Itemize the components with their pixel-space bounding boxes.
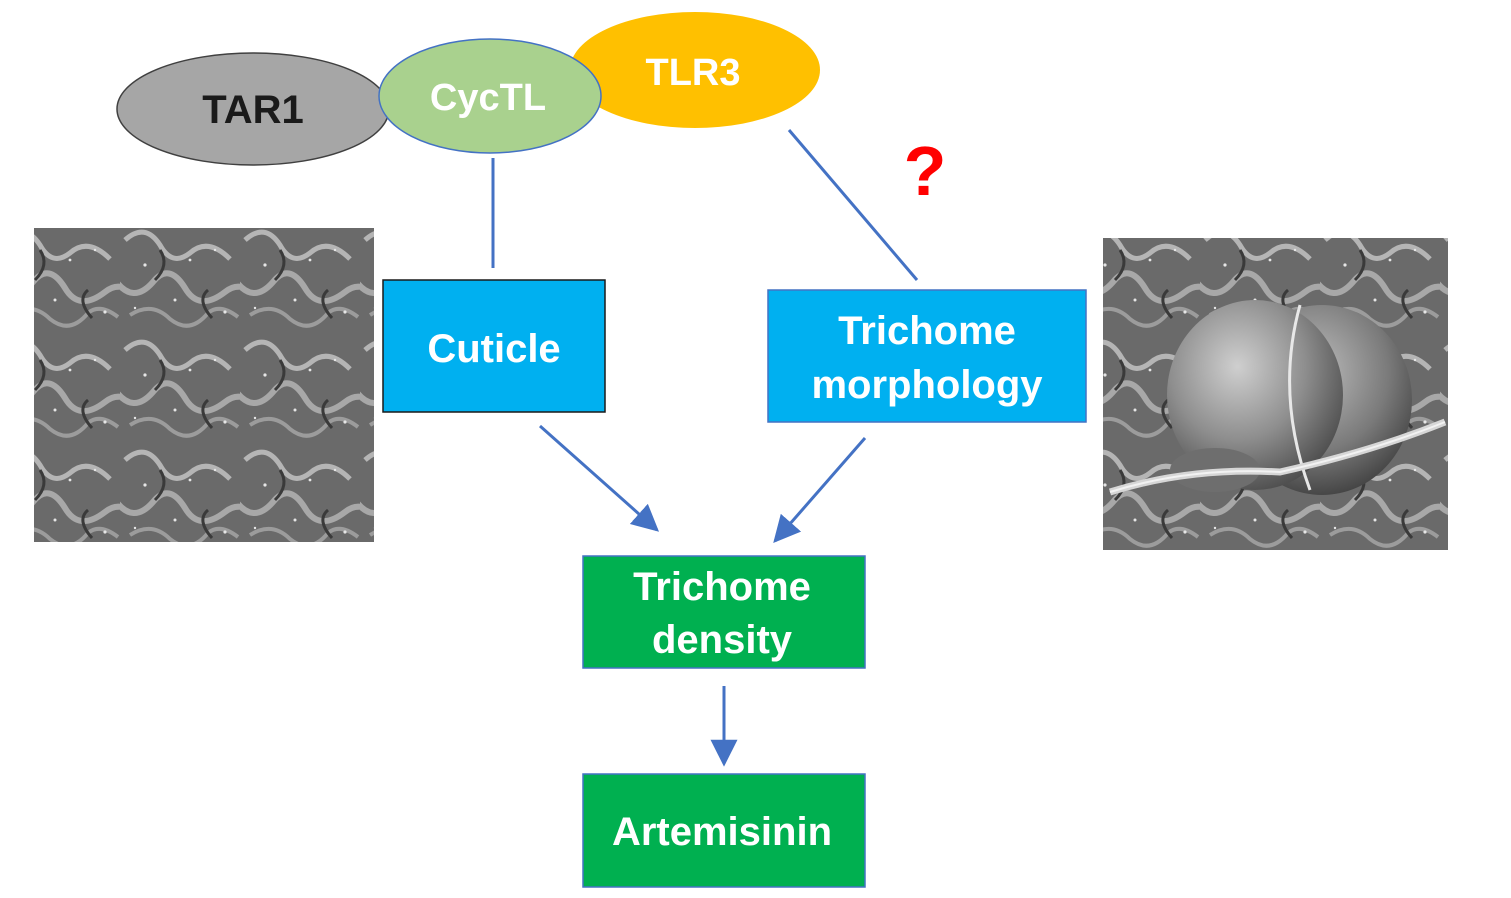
arrow-morphology-density bbox=[773, 437, 867, 544]
node-artemisinin-label: Artemisinin bbox=[612, 810, 832, 854]
sem-glandular-trichome-image bbox=[1103, 238, 1448, 550]
node-tlr3-label: TLR3 bbox=[646, 52, 741, 94]
node-trichome-morphology-label-line1: Trichome bbox=[838, 309, 1016, 353]
node-trichome-density-label-line1: Trichome bbox=[633, 565, 811, 609]
edges bbox=[491, 129, 919, 767]
node-cyctl-label: CycTL bbox=[430, 77, 546, 119]
node-cyctl: CycTL bbox=[378, 38, 602, 154]
node-tar1-label: TAR1 bbox=[202, 88, 303, 132]
node-cuticle: Cuticle bbox=[382, 279, 606, 413]
node-trichome-density-label-line2: density bbox=[652, 618, 793, 662]
node-trichome-morphology: Trichome morphology bbox=[767, 289, 1087, 423]
node-tlr3: TLR3 bbox=[570, 12, 820, 128]
node-artemisinin: Artemisinin bbox=[582, 773, 866, 888]
sem-cuticle-surface-image bbox=[34, 228, 374, 542]
node-cuticle-label: Cuticle bbox=[427, 327, 560, 371]
question-mark-annotation: ? bbox=[904, 132, 947, 210]
arrow-cuticle-density bbox=[539, 424, 660, 532]
node-trichome-morphology-label-line2: morphology bbox=[811, 363, 1043, 407]
node-tar1: TAR1 bbox=[116, 52, 390, 166]
edge-tlr3-trichome-morphology bbox=[787, 129, 919, 281]
node-trichome-density: Trichome density bbox=[582, 555, 866, 669]
